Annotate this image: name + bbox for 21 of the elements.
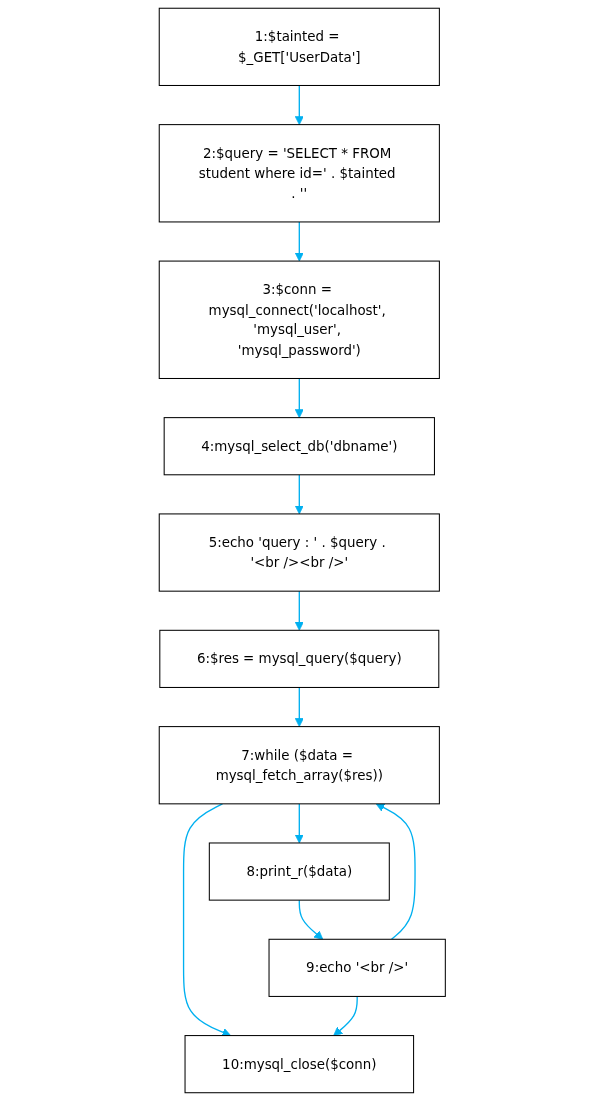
arrow	[294, 84, 304, 126]
arrow	[294, 803, 304, 844]
arrow	[332, 995, 358, 1036]
arrow	[294, 474, 304, 515]
arrow	[182, 803, 231, 1037]
node-box: 8:print_r($data)	[208, 842, 390, 901]
node-box: 9:echo '<br />'	[268, 938, 446, 997]
node-box: 6:$res = mysql_query($query)	[159, 629, 440, 688]
arrow	[294, 377, 304, 419]
node-box: 5:echo 'query : ' . $query . '<br /><br />'	[158, 513, 440, 592]
node-box: 1:$tainted = $_GET['UserData']	[158, 7, 440, 86]
node-box: 10:mysql_close($conn)	[184, 1035, 414, 1094]
arrow	[294, 221, 304, 262]
arrow	[375, 803, 416, 940]
node-box: 7:while ($data = mysql_fetch_array($res))	[158, 726, 440, 805]
node-box: 3:$conn = mysql_connect('localhost', 'mysql_user', 'mysql_password')	[158, 260, 440, 379]
node-box: 2:$query = 'SELECT * FROM student where id=' . $tainted . ''	[158, 124, 440, 223]
arrow	[294, 686, 304, 727]
arrow	[298, 899, 323, 940]
node-box: 4:mysql_select_db('dbname')	[163, 417, 435, 476]
arrow	[294, 590, 304, 631]
